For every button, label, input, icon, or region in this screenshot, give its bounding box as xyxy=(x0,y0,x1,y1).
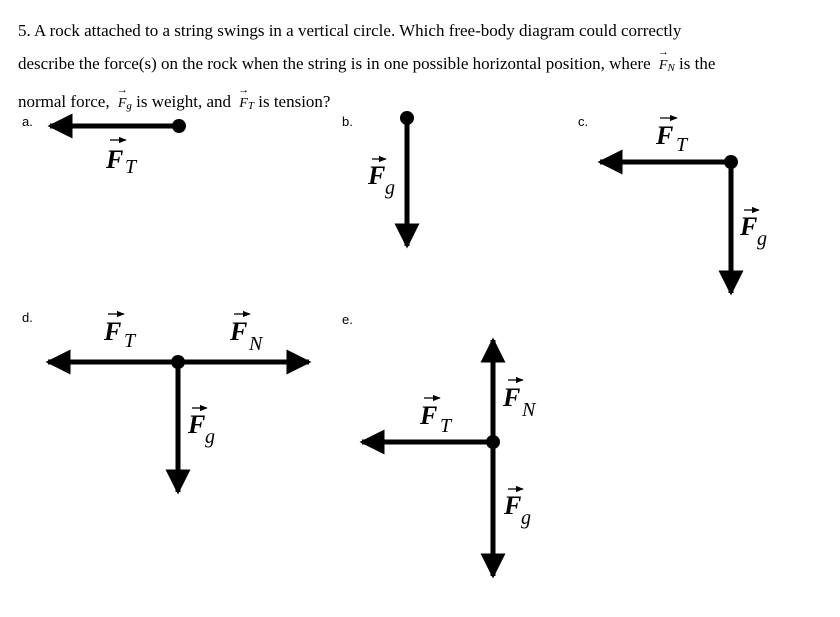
svg-text:F: F xyxy=(739,212,757,241)
svg-text:T: T xyxy=(676,134,689,156)
diagram-c[interactable]: F T F g xyxy=(597,114,767,296)
diagram-a[interactable]: F T xyxy=(47,113,186,178)
diagram-d[interactable]: F T F N F g xyxy=(45,310,312,495)
diagram-b[interactable]: F g xyxy=(367,111,420,249)
svg-text:F: F xyxy=(419,401,437,430)
svg-text:F: F xyxy=(503,491,521,520)
svg-text:F: F xyxy=(502,383,520,412)
option-b-label[interactable]: b. xyxy=(342,114,353,129)
normal-label: F N xyxy=(502,376,537,421)
svg-text:g: g xyxy=(205,426,215,448)
weight-label: F g xyxy=(187,404,215,448)
svg-text:N: N xyxy=(521,399,537,421)
question-line-2a: describe the force(s) on the rock when t… xyxy=(18,54,651,73)
svg-text:F: F xyxy=(187,410,205,439)
option-c-label[interactable]: c. xyxy=(578,114,589,129)
option-d-label[interactable]: d. xyxy=(22,310,33,325)
question-line-3a: normal force, xyxy=(18,92,110,111)
question-line-3b: is weight, and xyxy=(136,92,232,111)
option-a-label[interactable]: a. xyxy=(22,114,33,129)
rock-dot xyxy=(486,435,500,449)
svg-text:F: F xyxy=(655,121,673,150)
svg-text:F: F xyxy=(229,317,247,346)
tension-symbol: →FT xyxy=(238,84,254,112)
tension-label: F T xyxy=(105,136,138,178)
weight-label: F g xyxy=(367,155,395,199)
normal-label: F N xyxy=(229,310,264,355)
question-line-2: describe the force(s) on the rock when t… xyxy=(18,46,818,85)
normal-force-symbol: →FN xyxy=(657,46,675,74)
svg-text:g: g xyxy=(385,177,395,199)
svg-text:F: F xyxy=(103,317,121,346)
question-text: 5. A rock attached to a string swings in… xyxy=(18,14,818,123)
weight-symbol: →Fg xyxy=(116,84,132,112)
svg-text:T: T xyxy=(125,156,138,178)
svg-text:g: g xyxy=(521,507,531,529)
question-line-2b: is the xyxy=(679,54,716,73)
svg-text:F: F xyxy=(367,161,385,190)
weight-label: F g xyxy=(503,485,531,529)
svg-text:F: F xyxy=(105,145,123,174)
question-line-3: normal force, →Fg is weight, and →FT is … xyxy=(18,84,818,123)
diagram-e[interactable]: F T F N F g xyxy=(359,337,537,579)
tension-label: F T xyxy=(655,114,689,156)
tension-label: F T xyxy=(419,394,453,437)
rock-dot xyxy=(172,119,186,133)
rock-dot xyxy=(724,155,738,169)
tension-label: F T xyxy=(103,310,137,352)
svg-text:N: N xyxy=(248,333,264,355)
svg-text:T: T xyxy=(440,415,453,437)
weight-label: F g xyxy=(739,206,767,250)
rock-dot xyxy=(171,355,185,369)
question-line-3c: is tension? xyxy=(258,92,331,111)
svg-text:T: T xyxy=(124,330,137,352)
svg-text:g: g xyxy=(757,228,767,250)
rock-dot xyxy=(400,111,414,125)
question-line-1: 5. A rock attached to a string swings in… xyxy=(18,21,682,40)
option-e-label[interactable]: e. xyxy=(342,312,353,327)
